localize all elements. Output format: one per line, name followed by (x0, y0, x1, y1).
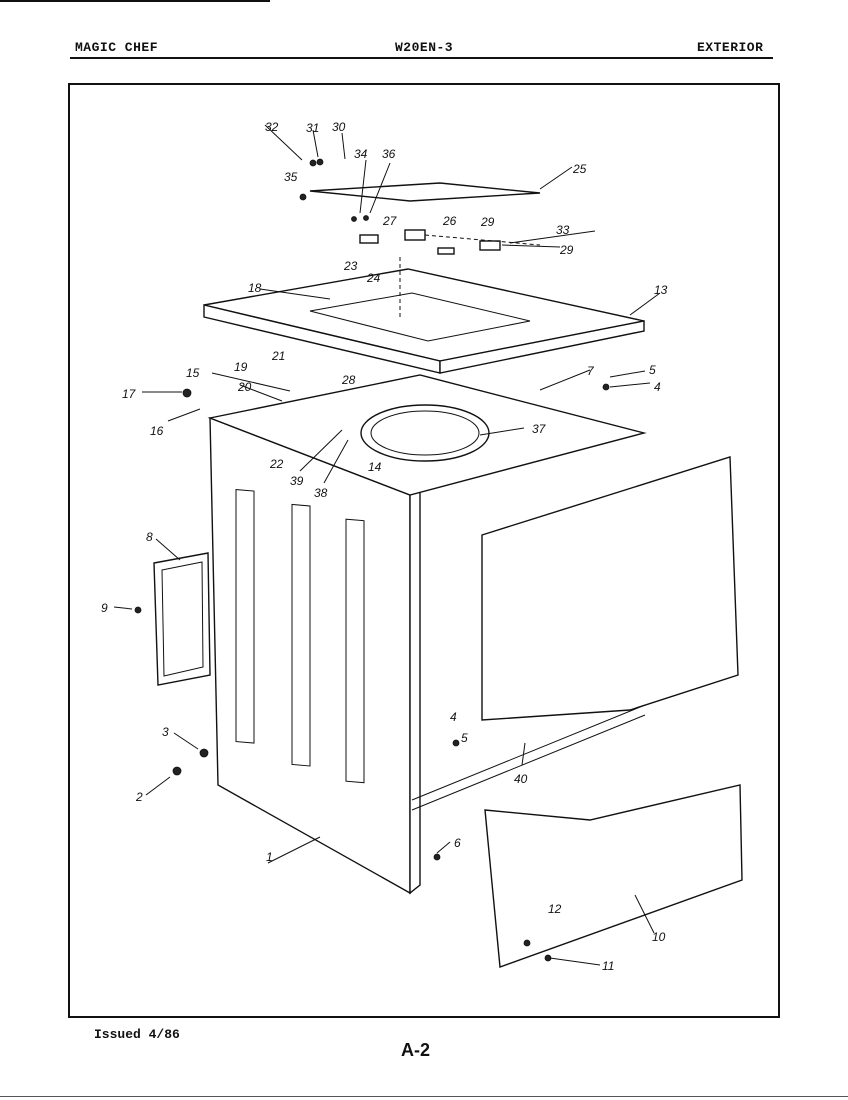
callout-23: 23 (343, 259, 358, 273)
callout-1: 1 (266, 850, 273, 864)
callout-8: 8 (146, 530, 153, 544)
section-label: EXTERIOR (697, 40, 764, 55)
callout-27: 27 (382, 214, 398, 228)
rear-panel-part (153, 552, 211, 686)
callout-9: 9 (101, 601, 108, 615)
callout-16: 16 (150, 424, 164, 438)
callout-31: 31 (306, 121, 319, 135)
callout-17: 17 (122, 387, 137, 401)
callout-40: 40 (514, 772, 528, 786)
callout-20: 20 (237, 380, 252, 394)
top-panel-part (203, 268, 645, 374)
hinge-part-26 (404, 229, 426, 241)
rail-part (411, 704, 646, 811)
callout-4: 4 (450, 710, 457, 724)
callout-10: 10 (652, 930, 666, 944)
callout-24: 24 (366, 271, 381, 285)
exploded-parts-diagram: 1 2 3 4 5 6 7 8 9 10 11 12 13 14 15 16 1… (101, 120, 743, 973)
top-cover-part (309, 182, 541, 202)
callout-6: 6 (454, 836, 461, 850)
callout-3: 3 (162, 725, 169, 739)
header-rule (70, 57, 773, 59)
callout-25: 25 (572, 162, 587, 176)
callout-4-second: 4 (654, 380, 661, 394)
brand-label: MAGIC CHEF (75, 40, 159, 55)
callout-2: 2 (135, 790, 143, 804)
callout-30: 30 (332, 120, 346, 134)
callout-32: 32 (265, 120, 279, 134)
callout-11: 11 (602, 959, 614, 973)
bottom-rule (0, 1096, 848, 1097)
callout-38: 38 (314, 486, 328, 500)
model-number: W20EN-3 (395, 40, 454, 55)
leader-lines (113, 124, 661, 966)
callout-29: 29 (480, 215, 495, 229)
callout-numbers: 1 2 3 4 5 6 7 8 9 10 11 12 13 14 15 16 1… (101, 120, 668, 973)
issued-date: Issued 4/86 (94, 1027, 180, 1042)
callout-33: 33 (556, 223, 570, 237)
assembly-line (424, 234, 541, 246)
callout-28: 28 (341, 373, 356, 387)
callout-37: 37 (532, 422, 547, 436)
callout-36: 36 (382, 147, 396, 161)
front-panel-part (481, 456, 739, 721)
callout-18: 18 (248, 281, 262, 295)
cabinet-part (207, 374, 647, 895)
callout-39: 39 (290, 474, 304, 488)
callout-14: 14 (368, 460, 382, 474)
callout-12: 12 (548, 902, 562, 916)
hinge-part-27 (359, 234, 379, 244)
callout-35: 35 (284, 170, 298, 184)
diagram-frame: 1 2 3 4 5 6 7 8 9 10 11 12 13 14 15 16 1… (68, 83, 780, 1018)
callout-26: 26 (442, 214, 457, 228)
hinge-part-29b (437, 247, 455, 255)
page-number: A-2 (401, 1040, 431, 1060)
callout-21: 21 (271, 349, 285, 363)
callout-29-second: 29 (559, 243, 574, 257)
toe-panel-part (484, 784, 743, 968)
callout-5: 5 (461, 731, 468, 745)
callout-7: 7 (587, 364, 595, 378)
callout-19: 19 (234, 360, 248, 374)
callout-34: 34 (354, 147, 368, 161)
top-edge-rule (0, 0, 270, 2)
hinge-part-29 (479, 240, 501, 251)
callout-13: 13 (654, 283, 668, 297)
callout-15: 15 (186, 366, 200, 380)
callout-22: 22 (269, 457, 284, 471)
callout-5-second: 5 (649, 363, 656, 377)
